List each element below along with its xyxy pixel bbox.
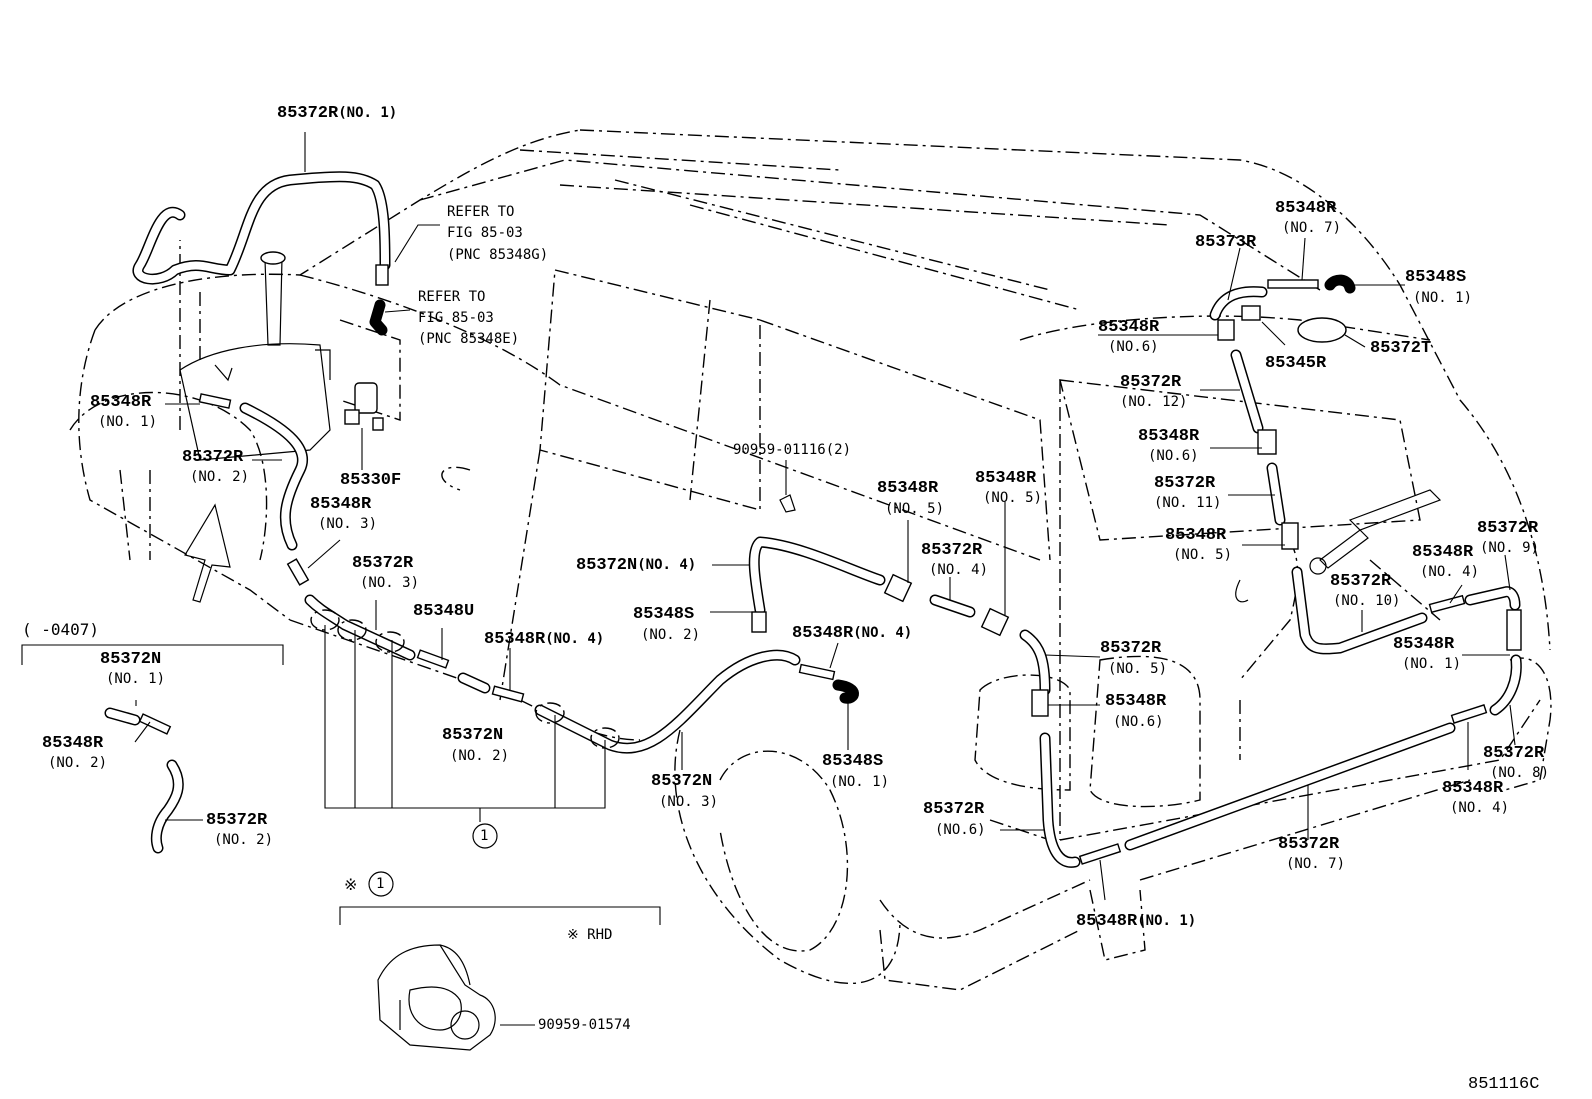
label-85372N-no2-sub: (NO. 2) [450,748,510,764]
label-85372R-no12: 85372R [1120,373,1182,392]
clamp-90959-01574 [377,944,496,1051]
label-85372R-no4: 85372R [921,541,983,560]
label-85373R: 85373R [1195,233,1257,252]
label-85348R-no6-c: 85348R [1105,692,1167,711]
label-85348R-no1-front-sub: (NO. 1) [98,414,158,430]
label-85372R-no4-sub: (NO. 4) [929,562,989,578]
label-85372R-no1: 85372R(NO. 1) [277,104,398,123]
label-85348R-no3-sub: (NO. 3) [318,516,378,532]
label-85348S-no1-sub: (NO. 1) [830,774,890,790]
label-85372R-no9: 85372R [1477,519,1539,538]
refer-pnc-2: (PNC 85348E) [418,331,520,347]
label-85348S-no1-rear-sub: (NO. 1) [1413,290,1473,306]
inset-frame [21,644,284,665]
label-85348S-no1: 85348S [822,752,884,771]
label-85348R-no6-c-sub: (NO.6) [1113,714,1164,730]
label-85372R-no10: 85372R [1330,572,1392,591]
label-85348R-no7: 85348R [1275,199,1337,218]
label-85348R-no2: 85348R [42,734,104,753]
refer-fig-2: FIG 85-03 [418,310,494,326]
label-85348R-no5-b-sub: (NO. 5) [983,490,1043,506]
label-85348R-no6-a: 85348R [1098,318,1160,337]
label-85348S-no2-sub: (NO. 2) [641,627,701,643]
label-85348R-no5-c: 85348R [1165,526,1227,545]
label-85348S-no1-rear: 85348S [1405,268,1467,287]
label-85348R-no3: 85348R [310,495,372,514]
label-85372R-no3-sub: (NO. 3) [360,575,420,591]
label-85348R-no6-a-sub: (NO.6) [1108,339,1159,355]
label-85372R-no2: 85372R [182,448,244,467]
label-85372N-no2: 85372N [442,726,504,745]
refer-fig-1: FIG 85-03 [447,225,523,241]
note-callout-number-1: 1 [376,876,385,892]
callout-bracket [310,609,620,849]
label-85348R-no2-sub: (NO. 2) [48,755,108,771]
label-85348R-no5-a-sub: (NO. 5) [885,501,945,517]
label-85348R-no4-d-sub: (NO. 4) [1450,800,1510,816]
front-arrow [184,503,231,603]
rhd-note-frame [339,871,661,925]
label-85348U: 85348U [413,602,475,621]
label-85348R-no1-front: 85348R [90,393,152,412]
label-85372R-no7-sub: (NO. 7) [1286,856,1346,872]
label-85348R-no1-rear: 85348R(NO. 1) [1076,912,1197,931]
label-85372R-no9-sub: (NO. 9) [1480,540,1540,556]
label-85372N-no3-sub: (NO. 3) [659,794,719,810]
label-85348R-no5-b: 85348R [975,469,1037,488]
rhd-note: ※ RHD [567,927,613,943]
label-85372R-no2-sub: (NO. 2) [190,469,250,485]
label-clip-90959-01116: 90959-01116(2) [733,442,852,458]
label-clamp-90959-01574: 90959-01574 [538,1017,631,1033]
label-85348S-no2: 85348S [633,605,695,624]
diagram-code: 851116C [1468,1075,1540,1094]
label-85372R-no7: 85372R [1278,835,1340,854]
note-mark: ※ [344,875,358,894]
leader-lines [134,132,1516,1026]
label-85372R-no8-sub: (NO. 8) [1490,765,1550,781]
washer-tank [179,251,331,461]
label-85372R-no2-inset: 85372R [206,811,268,830]
label-85372R-no11: 85372R [1154,474,1216,493]
label-85372R-no10-sub: (NO. 10) [1333,593,1401,609]
label-85348R-no4-d: 85348R [1442,779,1504,798]
joints [138,264,1522,865]
label-85348R-no4-c-sub: (NO. 4) [1420,564,1480,580]
label-85372T: 85372T [1370,339,1432,358]
label-85348R-no4-a: 85348R(NO. 4) [484,630,605,649]
callout-number-1: 1 [480,828,489,844]
label-85372R-no11-sub: (NO. 11) [1154,495,1222,511]
label-85348R-no4-c: 85348R [1412,543,1474,562]
label-85372N-no4: 85372N(NO. 4) [576,556,697,575]
label-85372R-no12-sub: (NO. 12) [1120,394,1188,410]
hoses [104,171,1522,868]
label-85348R-no1-tailgate: 85348R [1393,635,1455,654]
vehicle-outline [69,129,1552,991]
label-85348R-no5-a: 85348R [877,479,939,498]
label-85372N-no1-sub: (NO. 1) [106,671,166,687]
label-85345R: 85345R [1265,354,1327,373]
label-85372N-no3: 85372N [651,772,713,791]
variant-range-label: ( -0407) [22,620,100,639]
refer-to-2: REFER TO [418,289,486,305]
label-85372R-no5: 85372R [1100,639,1162,658]
label-85348R-no7-sub: (NO. 7) [1282,220,1342,236]
label-85348R-no6-b: 85348R [1138,427,1200,446]
label-85372R-no6-sub: (NO.6) [935,822,986,838]
label-85372R-no5-sub: (NO. 5) [1108,661,1168,677]
label-85348R-no6-b-sub: (NO.6) [1148,448,1199,464]
label-85348R-no4-b: 85348R(NO. 4) [792,624,913,643]
label-85372N-no1: 85372N [100,650,162,669]
label-85348R-no1-tailgate-sub: (NO. 1) [1402,656,1462,672]
label-85372R-no3: 85372R [352,554,414,573]
refer-pnc-1: (PNC 85348G) [447,247,549,263]
label-85372R-no8: 85372R [1483,744,1545,763]
label-85372R-no6: 85372R [923,800,985,819]
washer-pump [344,382,384,431]
refer-to-1: REFER TO [447,204,515,220]
label-85330F: 85330F [340,471,402,490]
label-85372R-no2-inset-sub: (NO. 2) [214,832,274,848]
label-85348R-no5-c-sub: (NO. 5) [1173,547,1233,563]
